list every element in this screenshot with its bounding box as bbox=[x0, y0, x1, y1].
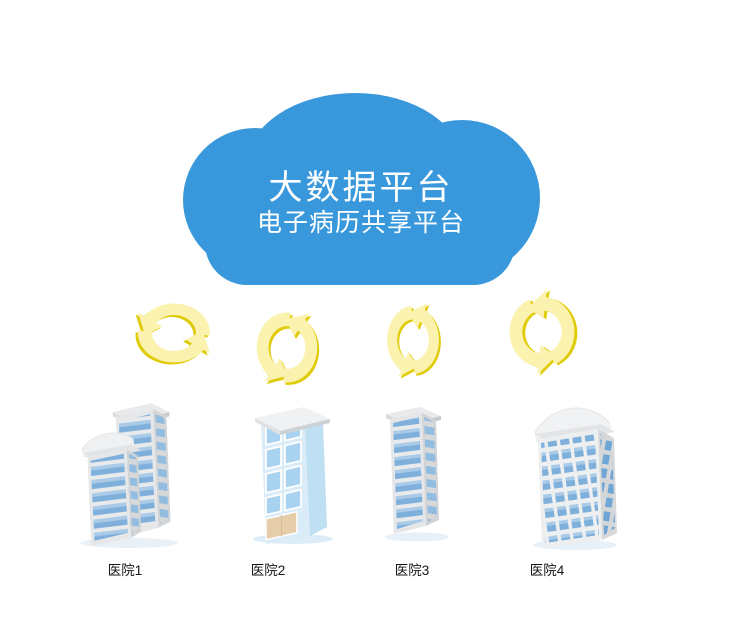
windows bbox=[541, 434, 599, 543]
hospital-label-1: 医院1 bbox=[107, 563, 143, 578]
windows bbox=[265, 416, 302, 541]
roof bbox=[255, 407, 330, 435]
cloud-text-block: 大数据平台 电子病历共享平台 bbox=[175, 168, 547, 238]
building-shadow bbox=[385, 532, 449, 542]
cloud-shape bbox=[183, 93, 540, 285]
hospital-building-2 bbox=[253, 407, 333, 544]
sync-arrows-icon-3 bbox=[383, 301, 445, 381]
hospital-label-4: 医院4 bbox=[529, 563, 565, 578]
hospital-label-3: 医院3 bbox=[394, 563, 430, 578]
hospital-building-4 bbox=[533, 407, 617, 550]
cloud-subtitle: 电子病历共享平台 bbox=[256, 208, 465, 237]
windows bbox=[393, 417, 423, 529]
sync-arrows-icon-2 bbox=[255, 311, 321, 387]
side-windows bbox=[600, 434, 615, 535]
front-tower bbox=[81, 432, 142, 546]
side-face bbox=[304, 412, 327, 536]
sync-arrows-icon-1 bbox=[135, 303, 211, 365]
side-windows bbox=[424, 417, 437, 522]
sync-arrows-icon-4 bbox=[498, 284, 587, 381]
cloud-title: 大数据平台 bbox=[268, 168, 454, 208]
hospital-building-1 bbox=[80, 403, 178, 548]
hospital-building-3 bbox=[385, 407, 449, 542]
hospital-label-2: 医院2 bbox=[250, 563, 286, 578]
